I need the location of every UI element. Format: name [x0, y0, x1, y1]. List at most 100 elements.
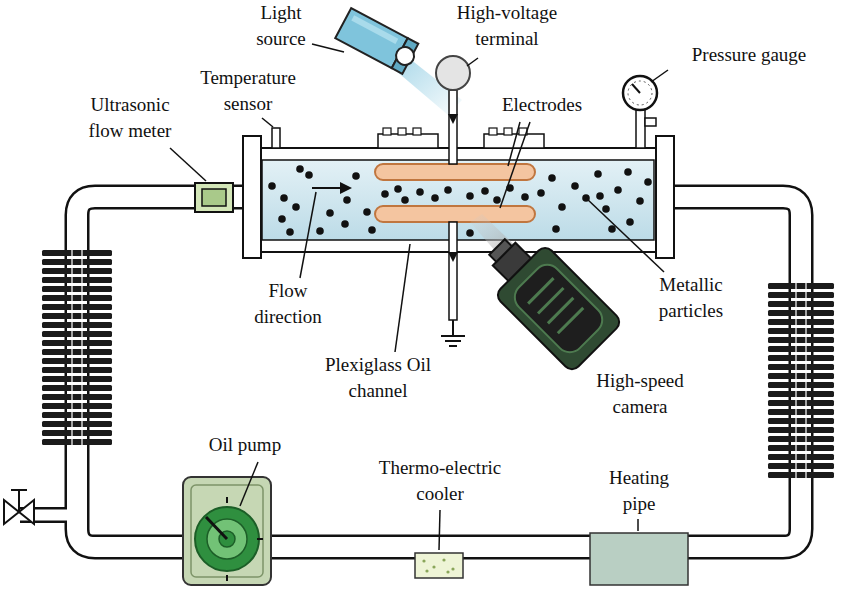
coil-fin: [42, 340, 112, 346]
metal-particle: [292, 203, 300, 211]
coil-fin: [768, 346, 834, 352]
metal-particle: [537, 189, 545, 197]
valve-symbol: [4, 490, 34, 524]
metal-particle: [644, 178, 652, 186]
metal-particle: [381, 190, 389, 198]
metal-particle: [316, 227, 324, 235]
part-label: Plexiglass Oil channel: [298, 352, 458, 404]
coil-fin: [42, 385, 112, 391]
high-voltage-terminal: [436, 56, 470, 164]
coil-fin: [768, 328, 834, 334]
part-label: Oil pump: [190, 432, 300, 458]
coil-fin: [768, 463, 834, 469]
part-label: Electrodes: [482, 92, 602, 118]
coil-fin: [768, 454, 834, 460]
part-label: Thermo-electric cooler: [365, 455, 515, 507]
oil-pump: [183, 477, 271, 585]
coil-fin: [42, 322, 112, 328]
coil-fin: [42, 268, 112, 274]
metal-particle: [394, 185, 402, 193]
metal-particle: [352, 172, 360, 180]
metal-particle: [416, 188, 424, 196]
coil-fin: [768, 418, 834, 424]
coil-fin: [768, 472, 834, 478]
metal-particle: [341, 220, 349, 228]
metal-particle: [481, 187, 489, 195]
coil-fin: [42, 286, 112, 292]
coil-fin: [42, 331, 112, 337]
metal-particle: [268, 182, 276, 190]
leader-lines: [170, 44, 668, 550]
part-label: Flow direction: [238, 278, 338, 330]
part-label: High-speed camera: [580, 368, 700, 420]
coil-fin: [768, 445, 834, 451]
coil-fin: [768, 400, 834, 406]
metal-particle: [571, 182, 579, 190]
coil-line: [795, 281, 796, 481]
coil-fin: [42, 394, 112, 400]
metal-particle: [401, 196, 409, 204]
coil-fin: [768, 409, 834, 415]
metal-particle: [614, 186, 622, 194]
coil-fin: [42, 349, 112, 355]
metal-particle: [326, 209, 334, 217]
metal-particle: [444, 186, 452, 194]
coil-line: [71, 248, 72, 448]
electrode-rods: [375, 164, 535, 222]
light-source-symbol: [335, 8, 421, 75]
coil-fin: [42, 376, 112, 382]
flow-meter: [195, 183, 233, 212]
coil-fin: [768, 382, 834, 388]
coil-fin: [42, 250, 112, 256]
coil-fin: [42, 367, 112, 373]
coil-fin: [42, 313, 112, 319]
heater-block: [590, 533, 688, 585]
part-label: Heating pipe: [598, 465, 680, 517]
coil-fin: [768, 292, 834, 298]
coil-fin: [42, 295, 112, 301]
part-label: High-voltage terminal: [442, 0, 572, 52]
pressure-gauge: [623, 76, 657, 148]
coil-fin: [768, 364, 834, 370]
coil-fin: [42, 403, 112, 409]
metal-particle: [624, 168, 632, 176]
coil-fin: [768, 373, 834, 379]
camera-symbol: [472, 222, 623, 373]
metal-particle: [636, 197, 644, 205]
coil-fin: [768, 319, 834, 325]
part-label: Temperature sensor: [178, 65, 318, 117]
coil-line: [81, 248, 82, 448]
coil-fin: [42, 421, 112, 427]
metal-particle: [466, 192, 474, 200]
coil-fin: [42, 412, 112, 418]
coil-fin: [768, 337, 834, 343]
heat-exchanger: [42, 248, 834, 481]
coil-fin: [768, 310, 834, 316]
coil-fin: [768, 283, 834, 289]
metal-particle: [343, 196, 351, 204]
ground-symbol: [441, 222, 465, 346]
coil-fin: [42, 358, 112, 364]
coil-fin: [42, 259, 112, 265]
metal-particle: [552, 225, 560, 233]
metal-particle: [548, 174, 556, 182]
particle-dots: [268, 165, 652, 237]
cooler-block: [415, 553, 463, 578]
coil-fin: [768, 436, 834, 442]
metal-particle: [368, 226, 376, 234]
coil-line: [805, 281, 806, 481]
coil-fin: [42, 277, 112, 283]
coil-fin: [768, 391, 834, 397]
metal-particle: [596, 192, 604, 200]
coil-fin: [768, 301, 834, 307]
metal-particle: [602, 205, 610, 213]
coil-fin: [42, 439, 112, 445]
metal-particle: [493, 196, 501, 204]
coil-fin: [42, 430, 112, 436]
metal-particle: [466, 229, 474, 237]
metal-particle: [558, 203, 566, 211]
metal-particle: [626, 218, 634, 226]
metal-particle: [296, 165, 304, 173]
metal-particle: [305, 171, 313, 179]
